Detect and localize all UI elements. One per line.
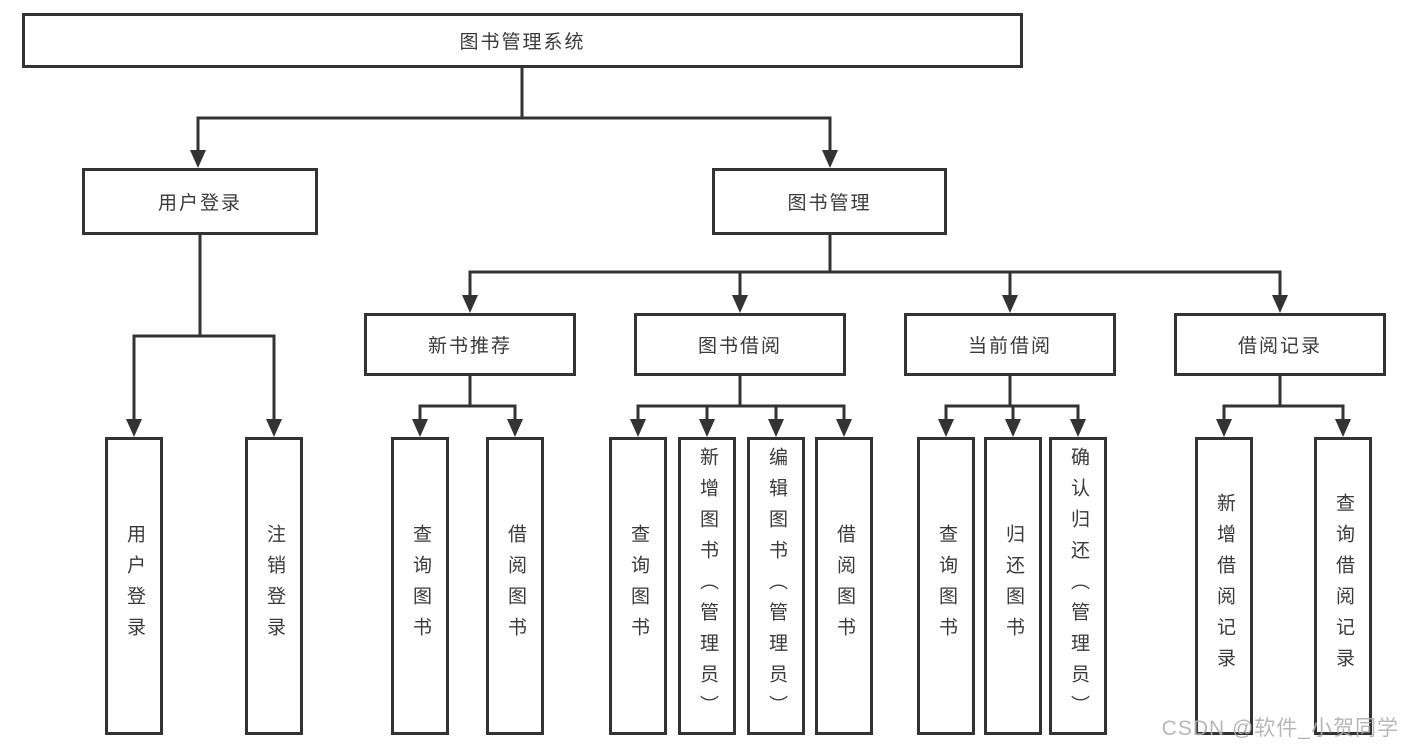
leaf-borrow-query-books: 查询图书 [609, 437, 667, 735]
leaf-logout: 注销登录 [245, 437, 303, 735]
leaf-borrow-edit-books-admin: 编辑图书（管理员） [747, 437, 805, 735]
leaf-user-login: 用户登录 [105, 437, 163, 735]
leaf-current-query-books: 查询图书 [917, 437, 975, 735]
leaf-newbook-query-books: 查询图书 [391, 437, 449, 735]
leaf-newbook-borrow-books: 借阅图书 [486, 437, 544, 735]
node-new-book-recommend: 新书推荐 [364, 313, 576, 376]
node-book-borrow: 图书借阅 [634, 313, 846, 376]
leaf-current-confirm-return-admin: 确认归还（管理员） [1049, 437, 1107, 735]
node-book-management: 图书管理 [712, 168, 947, 235]
node-user-login-group: 用户登录 [82, 168, 318, 235]
node-library-management-system: 图书管理系统 [22, 13, 1023, 68]
leaf-records-query-record: 查询借阅记录 [1314, 437, 1372, 735]
leaf-records-add-record: 新增借阅记录 [1195, 437, 1253, 735]
csdn-watermark: CSDN @软件_小贺同学 [1161, 717, 1399, 740]
node-current-borrow: 当前借阅 [904, 313, 1116, 376]
leaf-borrow-add-books-admin: 新增图书（管理员） [678, 437, 736, 735]
leaf-borrow-borrow-books: 借阅图书 [815, 437, 873, 735]
node-borrow-records: 借阅记录 [1174, 313, 1386, 376]
leaf-current-return-books: 归还图书 [984, 437, 1042, 735]
